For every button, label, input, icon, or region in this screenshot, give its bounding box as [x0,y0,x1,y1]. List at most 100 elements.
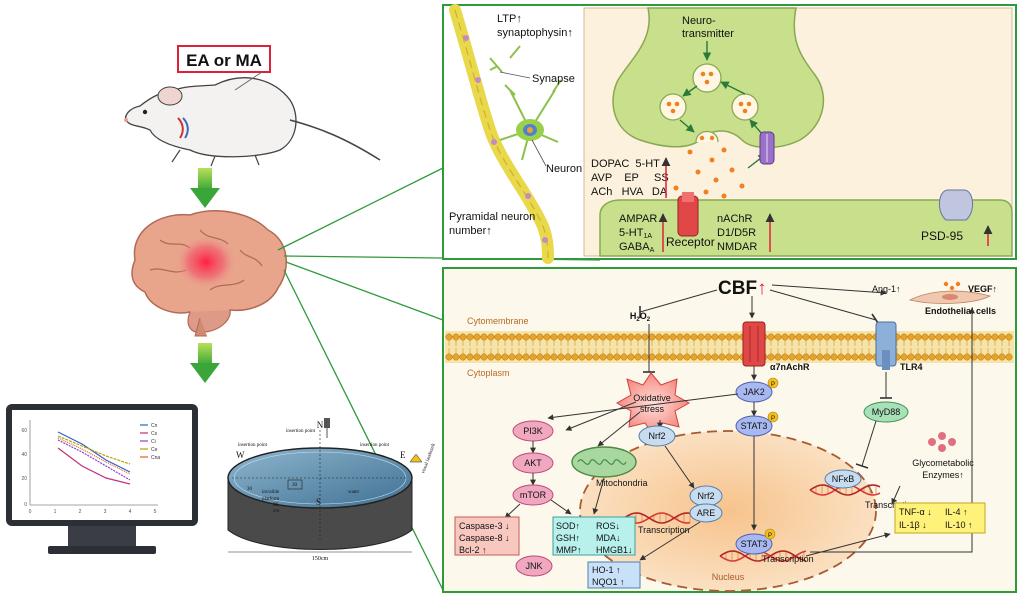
pi3k-label: PI3K [523,426,543,436]
maze-invisible-1: invisible [262,490,280,495]
maze-dim-30b: 30 [247,487,253,492]
myd88-node [863,401,909,423]
maze-dim-30a: 30 [292,483,298,488]
a7nachr-receptor [742,321,766,367]
maze-visual-landmark: visual landmark [421,442,437,474]
receptor-right-3: NMDAR [717,241,757,253]
neuron-label: Neuron [546,163,582,175]
neurotransmitter-label-2: transmitter [682,28,734,40]
maze-dim-cm: cm [273,509,279,514]
legend-cn: Cn [151,423,158,429]
receptor-left-1: AMPAR [619,213,657,225]
legend-cna: Cna [151,455,160,461]
maze-north: N [317,420,324,430]
bcl2-label: Bcl-2 ↑ [459,545,487,555]
cell-membrane [445,331,1014,363]
nt-row-3: ACh HVA DA [591,186,668,198]
flow-arrow-2 [190,343,220,383]
h2o2-label: H2O2 [630,311,651,323]
jak2-phospho-badge [767,377,779,389]
ang1-label: Ang-1↑ [872,284,901,294]
series-line-cs [57,447,131,485]
mtor-label: mTOR [520,490,547,500]
stat3-nucleus-node [735,533,773,555]
cytomembrane-label: Cytomembrane [467,316,529,326]
x-tick-3: 3 [104,509,107,515]
water-maze: N S W E insertion point insertion point … [227,418,437,562]
maze-insertion-mid: insertion point [286,429,316,434]
series-line-ci [57,439,131,481]
legend-ci: Ci [151,439,156,445]
stat3-phospho-label: P [771,416,775,422]
ltp-label: LTP↑ [497,13,522,25]
receptor-red [677,192,699,237]
mitochondria-illustration [571,446,637,478]
stat3-nucleus-label: STAT3 [741,539,768,549]
postsynaptic-membrane [599,199,1013,257]
maze-south: S [316,497,321,507]
ho1-label: HO-1 ↑ [592,565,621,575]
oxidative-label-1: Oxidative [633,393,671,403]
oxidative-label-2: stress [640,404,665,414]
nt-row-2: AVP EP SS [591,172,669,184]
nrf2-label: Nrf2 [648,431,665,441]
tlr4-receptor [875,321,897,370]
vesicle-right [731,93,759,121]
ho1-box [587,561,641,589]
caspase8-label: Caspase-8 ↓ [459,533,510,543]
jak2-label: JAK2 [743,387,765,397]
receptor-right-1: nAChR [717,213,753,225]
jak2-phospho-label: P [771,382,775,388]
monitor [6,404,198,554]
maze-insertion-left: insertion point [238,443,268,448]
receptor-psd95 [939,189,973,221]
maze-invisible-2: platform [262,497,279,502]
y-tick-60: 60 [21,428,27,434]
x-tick-2: 2 [79,509,82,515]
escape-latency-chart: 60 40 20 0 0 1 2 3 4 5 Cn Cs Ci Ce Cna [21,420,160,515]
endothelial-label: Endothelial cells [925,306,996,316]
maze-insertion-right: insertion point [360,443,390,448]
tlr4-label: TLR4 [900,362,923,372]
x-tick-4: 4 [129,509,132,515]
mitochondria-label: Mitochondria [596,478,648,488]
brain-illustration [131,210,287,337]
a7nachr-label: α7nAchR [770,362,810,372]
x-tick-5: 5 [154,509,157,515]
nqo1-label: NQO1 ↑ [592,577,625,587]
il10-label: IL-10 ↑ [945,520,973,530]
pyramidal-label-1: Pyramidal neuron [449,211,535,223]
nfkb-node [824,469,862,489]
mtor-node [512,484,554,506]
antioxidant-box [552,516,636,556]
vesicle-release [695,130,719,143]
glyco-label-1: Glycometabolic [912,458,974,468]
series-line-cn [57,431,131,473]
cytoplasm-label: Cytoplasm [467,368,510,378]
synaptophysin-label: synaptophysin↑ [497,27,573,39]
released-transmitters [673,147,745,199]
nrf2-nucleus-label: Nrf2 [697,491,714,501]
receptor-left-3: GABAA [619,241,655,254]
pyramidal-neuron-illustration [449,4,562,264]
ros-label: ROS↓ [596,521,620,531]
maze-west: W [236,450,245,460]
y-tick-0: 0 [24,502,27,508]
nrf2-node [638,425,676,447]
myd88-label: MyD88 [872,407,901,417]
nfkb-label: NFκB [832,474,855,484]
brain-to-cbf-line-2 [283,269,444,591]
maze-east: E [400,450,406,460]
receptor-right-2: D1/D5R [717,227,756,239]
mini-chart-legend: Cn Cs Ci Ce Cna [140,423,160,461]
mda-label: MDA↓ [596,533,621,543]
flow-arrow-1 [190,168,220,208]
gsh-label: GSH↑ [556,533,580,543]
vegf-label: VEGF↑ [968,284,997,294]
hmgb1-label: HMGB1↓ [596,545,633,555]
are-label: ARE [697,508,716,518]
y-tick-20: 20 [21,476,27,482]
vesicle-left [659,93,687,121]
treatment-label-box: EA or MA [177,45,271,73]
stat3-phospho-badge [767,411,779,423]
